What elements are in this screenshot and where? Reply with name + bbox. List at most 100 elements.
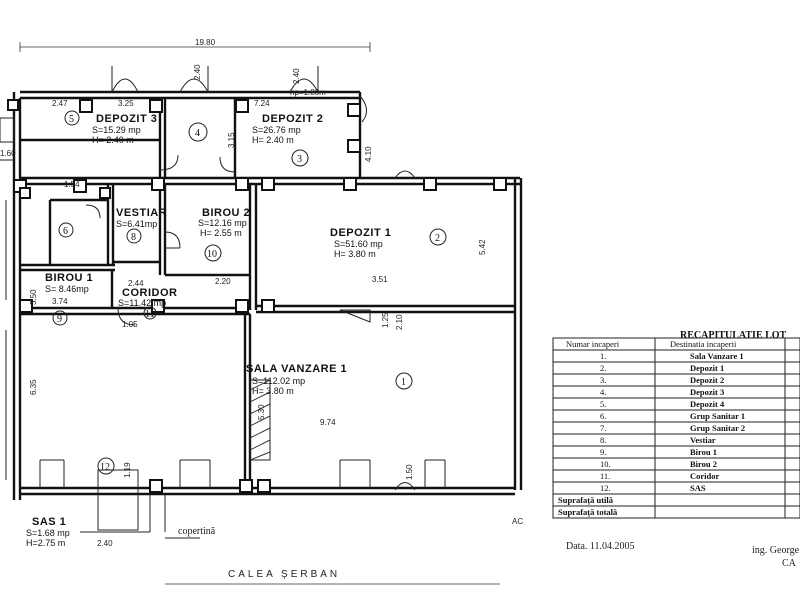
- table-row-number: 12.: [600, 483, 611, 493]
- table-row-number: 10.: [600, 459, 611, 469]
- room-height: H= 2.40 m: [92, 135, 134, 145]
- dim-label: 3.50: [29, 289, 38, 305]
- room-height: H=2.75 m: [26, 538, 65, 548]
- dim-label: hp=1.80m: [290, 88, 326, 97]
- sas-marker: [97, 457, 115, 475]
- dim-label: 1.25: [381, 312, 390, 328]
- room-birou2: BIROU 2 S=12.16 mp H= 2.55 m 10: [198, 207, 250, 262]
- room-height: H= 3.80 m: [252, 386, 294, 396]
- ca-label: CA: [782, 558, 797, 569]
- table-row-destination: Depozit 2: [690, 375, 724, 385]
- room-depozit4: 4: [188, 122, 208, 142]
- hatched-partition: [249, 379, 271, 461]
- room-area: S=6.41mp: [116, 219, 157, 229]
- room-name: BIROU 2: [202, 207, 250, 219]
- room-name: VESTIAR: [116, 207, 167, 219]
- left-edge-details: [0, 117, 15, 480]
- dim-label: 2.40: [97, 539, 113, 548]
- room-name: BIROU 1: [45, 272, 93, 284]
- room-name: SAS 1: [32, 516, 66, 528]
- dim-label: 1.05: [122, 320, 138, 329]
- dim-label: 5.42: [478, 239, 487, 255]
- table-row-number: 2.: [600, 363, 606, 373]
- dim-label: 2.20: [215, 277, 231, 286]
- room-area: S=12.16 mp: [198, 218, 247, 228]
- dim-label: 3.51: [372, 275, 388, 284]
- room-area: S=51.60 mp: [334, 239, 383, 249]
- dim-label: 2.47: [52, 99, 68, 108]
- room-number: 8: [131, 232, 136, 243]
- table-row-number: 11.: [600, 471, 610, 481]
- room-area: S=11.42 mp: [118, 298, 166, 308]
- dim-top-total: 19.80: [195, 38, 216, 47]
- room-name: DEPOZIT 1: [330, 227, 391, 239]
- top-dimension: 19.80: [19, 38, 371, 52]
- room-name: SALA VANZARE 1: [246, 363, 347, 375]
- dimension-labels: 2.47 3.25 7.24 hp=1.80m 2.20 3.51 3.74 2…: [0, 64, 487, 548]
- dim-label: 1.60: [0, 149, 16, 158]
- dim-label: 1.19: [123, 462, 132, 478]
- dim-label: 1.50: [405, 464, 414, 480]
- dim-label: 9.74: [320, 418, 336, 427]
- room-area: S=1.68 mp: [26, 528, 70, 538]
- room-sas: SAS 1 S=1.68 mp H=2.75 m 12: [26, 462, 110, 548]
- room-coridor: CORIDOR S=11.42 mp 11: [118, 287, 177, 320]
- room-number: 6: [63, 226, 68, 237]
- structural-columns: [7, 99, 507, 493]
- top-windows: [111, 66, 367, 123]
- dim-label: 5.30: [257, 404, 266, 420]
- table-rows: 1. Sala Vanzare 1 2. Depozit 1 3. Depozit 2 4.…: [553, 351, 800, 495]
- room-number: 1: [401, 377, 406, 388]
- table-row-destination: Depozit 4: [690, 399, 725, 409]
- table-row-destination: Sala Vanzare 1: [690, 351, 744, 361]
- dim-label: 2.40: [292, 68, 301, 84]
- table-row-number: 9.: [600, 447, 606, 457]
- table-util: Suprafață utilă: [558, 495, 614, 505]
- room-name: DEPOZIT 3: [96, 113, 157, 125]
- dim-label: 6.35: [29, 379, 38, 395]
- storefront: [39, 457, 446, 533]
- room-depozit2: DEPOZIT 2 S=26.76 mp H= 2.40 m 3: [252, 113, 323, 167]
- room-number: 5: [69, 114, 74, 125]
- room-sala-vanzare: SALA VANZARE 1 S=112.02 mp H= 3.80 m 1: [246, 363, 413, 396]
- copertina-label: copertină: [178, 526, 216, 537]
- table-col-head: Numar incaperi: [566, 339, 620, 349]
- dim-label: 7.24: [254, 99, 270, 108]
- dim-label: 2.40: [193, 64, 202, 80]
- dim-label: 1.54: [64, 180, 80, 189]
- table-row-number: 3.: [600, 375, 606, 385]
- table-totala: Suprafață totală: [558, 507, 618, 517]
- table-row-destination: Birou 2: [690, 459, 717, 469]
- room-height: H= 2.40 m: [252, 135, 294, 145]
- room-area: S= 8.46mp: [45, 284, 89, 294]
- dim-label: 2.44: [128, 279, 144, 288]
- dim-label: 3.25: [118, 99, 134, 108]
- table-row-number: 6.: [600, 411, 606, 421]
- room-number: 4: [195, 128, 200, 139]
- dim-label: 4.10: [364, 146, 373, 162]
- dim-label: 2.10: [395, 314, 404, 330]
- document-footer: Data. 11.04.2005 ing. George CA: [566, 541, 800, 569]
- street-label: CALEA ȘERBAN: [228, 569, 340, 580]
- table-row-destination: Vestiar: [690, 435, 716, 445]
- table-title: RECAPITULATIE LOT: [680, 330, 787, 341]
- room-number: 10: [207, 249, 217, 260]
- outer-walls: [12, 90, 523, 500]
- room-number: 11: [145, 309, 155, 320]
- table-row-number: 7.: [600, 423, 606, 433]
- room-depozit1: DEPOZIT 1 S=51.60 mp H= 3.80 m 2: [330, 227, 447, 259]
- table-row-number: 5.: [600, 399, 606, 409]
- table-row-number: 4.: [600, 387, 606, 397]
- room-height: H= 2.55 m: [200, 228, 242, 238]
- room-area: S=15.29 mp: [92, 125, 141, 135]
- table-row-number: 1.: [600, 351, 606, 361]
- room-name: DEPOZIT 2: [262, 113, 323, 125]
- table-row-destination: Depozit 1: [690, 363, 724, 373]
- room-number: 9: [57, 314, 62, 325]
- room-area: S=26.76 mp: [252, 125, 301, 135]
- table-row-destination: Coridor: [690, 471, 720, 481]
- ac-label: AC: [512, 517, 523, 526]
- room-area: S=112.02 mp: [252, 376, 305, 386]
- room-grup-sanitar: 6: [58, 222, 74, 238]
